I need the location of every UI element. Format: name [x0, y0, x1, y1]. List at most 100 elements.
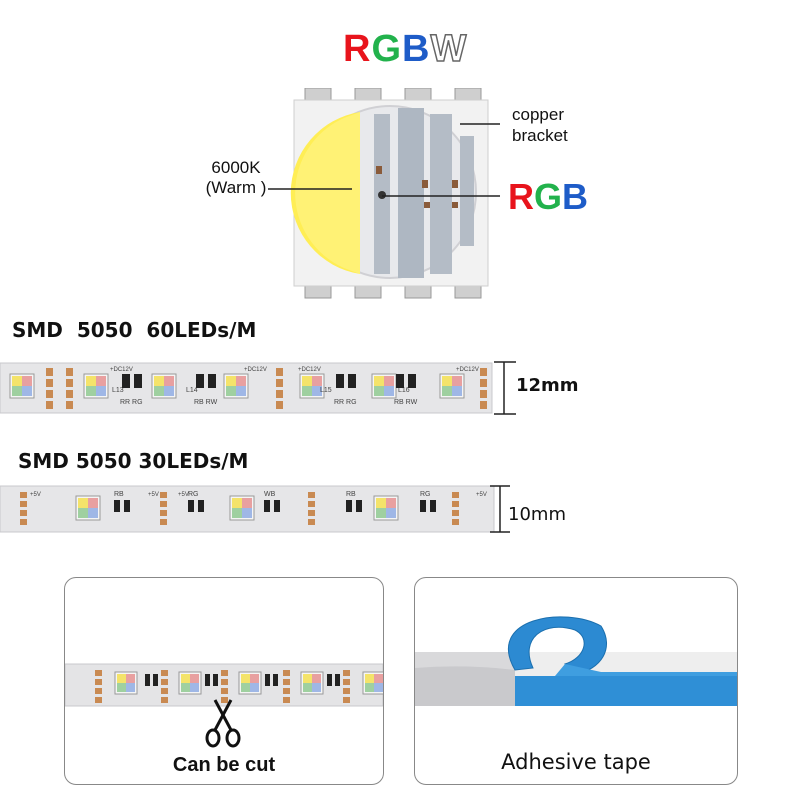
resistor: [198, 500, 204, 512]
led-id-label: L16: [398, 387, 410, 394]
solder-pad: [20, 501, 27, 507]
solder-pad: [452, 510, 459, 516]
resistor: [145, 674, 150, 686]
rgb-letter-b: B: [562, 176, 589, 217]
rgb-label: RGB: [508, 176, 588, 218]
solder-pad: [480, 401, 487, 409]
solder-pad: [160, 501, 167, 507]
copper-label-line2: bracket: [512, 126, 568, 145]
resistor: [124, 500, 130, 512]
solder-pad: [343, 670, 350, 676]
solder-pad: [221, 679, 228, 685]
solder-pad: [343, 688, 350, 694]
resistor: [213, 674, 218, 686]
strip60-heading: SMD 5050 60LEDs/M: [12, 318, 257, 342]
strip30-width-label: 10mm: [508, 504, 566, 525]
adhesive-tape-caption: Adhesive tape: [501, 750, 651, 774]
resistor: [273, 674, 278, 686]
copper-label-line1: copper: [512, 105, 564, 124]
resistor: [274, 500, 280, 512]
resistor: [134, 374, 142, 388]
solder-pad: [343, 679, 350, 685]
resistor: [335, 674, 340, 686]
solder-pad: [308, 519, 315, 525]
resistor: [196, 374, 204, 388]
solder-pad: [161, 697, 168, 703]
solder-pad: [20, 510, 27, 516]
solder-pad: [160, 510, 167, 516]
resistor: [396, 374, 404, 388]
led-id-label: L13: [112, 387, 124, 394]
panel-adhesive-tape: Adhesive tape: [414, 577, 738, 785]
resistor: [356, 500, 362, 512]
title-letter-r: R: [343, 28, 372, 70]
cut-strip-image: [65, 663, 383, 707]
resistor-label: RR RG: [334, 399, 357, 406]
resistor: [408, 374, 416, 388]
solder-pad: [308, 510, 315, 516]
solder-pad: [452, 501, 459, 507]
pad-label: +DC12V: [110, 367, 133, 373]
chip-leader-lines: [268, 123, 500, 197]
resistor: [122, 374, 130, 388]
rgbw-title: RGBW: [343, 27, 468, 71]
panel-can-be-cut: Can be cut: [64, 577, 384, 785]
solder-pad: [20, 492, 27, 498]
resistor: [265, 674, 270, 686]
solder-pad: [66, 368, 73, 376]
pad-label: +5V: [30, 492, 41, 498]
solder-pad: [66, 390, 73, 398]
led-chip-diagram: [290, 88, 489, 299]
scissors-icon: [205, 699, 241, 748]
solder-pad: [160, 519, 167, 525]
solder-pad: [66, 379, 73, 387]
solder-pad: [283, 670, 290, 676]
solder-pad: [480, 368, 487, 376]
solder-pad: [276, 379, 283, 387]
solder-pad: [308, 492, 315, 498]
warm-label-line1: 6000K: [211, 158, 261, 177]
solder-pad: [221, 670, 228, 676]
led-id-label: L14: [186, 387, 198, 394]
solder-pad: [161, 679, 168, 685]
solder-pad: [452, 519, 459, 525]
solder-pad: [160, 492, 167, 498]
copper-bar: [398, 108, 424, 278]
solder-pad: [276, 401, 283, 409]
solder-pad: [95, 679, 102, 685]
resistor: [264, 500, 270, 512]
copper-bracket-label: copper bracket: [512, 104, 568, 146]
solder-pad: [46, 401, 53, 409]
resistor: [430, 500, 436, 512]
strip60-width-label: 12mm: [516, 375, 579, 396]
warm-label: 6000K (Warm ): [196, 158, 276, 198]
pad-label: +DC12V: [456, 367, 479, 373]
solder-pad: [452, 492, 459, 498]
pad-label: +DC12V: [244, 367, 267, 373]
solder-pad: [308, 501, 315, 507]
led-die: [422, 180, 428, 188]
warm-label-line2: (Warm ): [205, 178, 267, 197]
title-letter-w: W: [430, 27, 468, 71]
strip60-dimension: [494, 361, 516, 415]
solder-pad: [283, 679, 290, 685]
led-die-center: [378, 191, 386, 199]
resistor: [205, 674, 210, 686]
rgb-letter-g: G: [534, 176, 563, 217]
resistor-label: RB RW: [194, 399, 218, 406]
solder-pad: [46, 368, 53, 376]
solder-pad: [283, 697, 290, 703]
resistor: [114, 500, 120, 512]
copper-bar: [430, 114, 452, 274]
resistor: [346, 500, 352, 512]
resistor: [336, 374, 344, 388]
resistor: [420, 500, 426, 512]
solder-pad: [161, 688, 168, 694]
resistor: [153, 674, 158, 686]
strip30-heading: SMD 5050 30LEDs/M: [18, 449, 249, 473]
pad-label: +5V: [476, 492, 487, 498]
title-letter-g: G: [371, 28, 403, 70]
solder-pad: [161, 670, 168, 676]
